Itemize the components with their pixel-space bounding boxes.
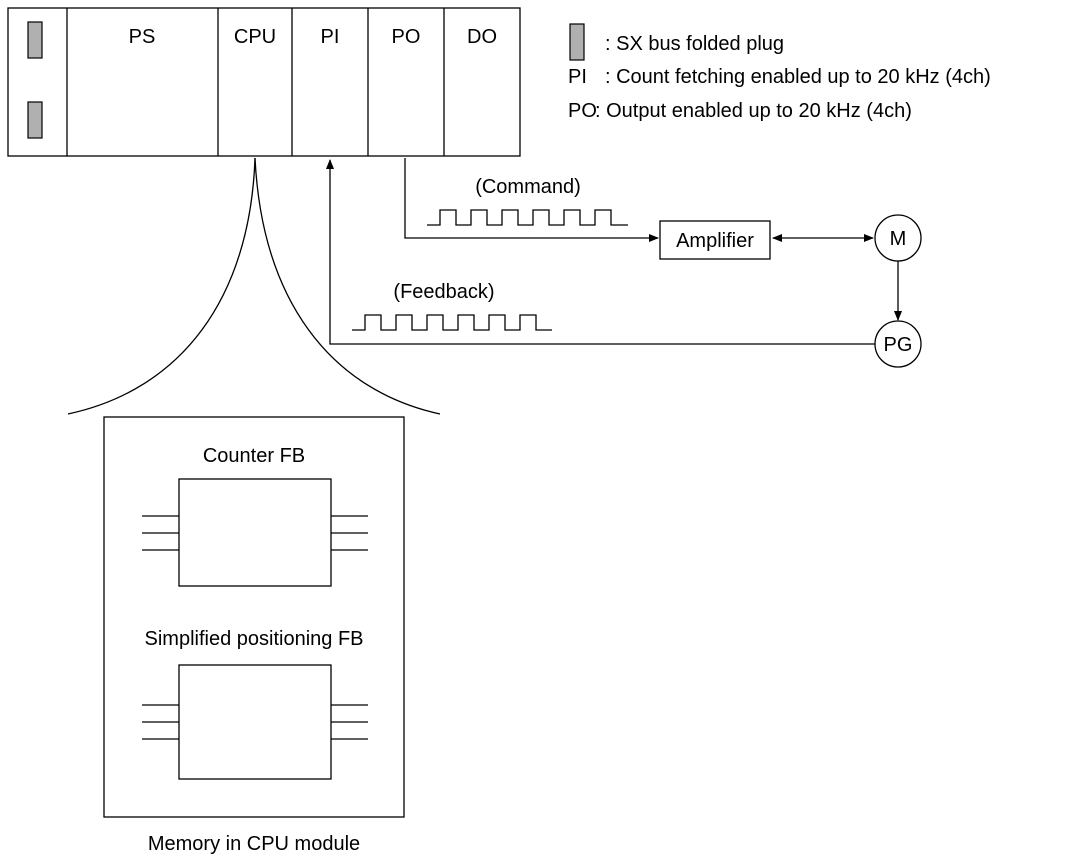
command-label: (Command) [475, 176, 581, 198]
motor-label: M [890, 228, 907, 250]
bus-plug-icon [569, 23, 585, 61]
bus-plug-icon [27, 101, 43, 139]
positioning-fb-block [142, 664, 368, 780]
amplifier-box [659, 220, 771, 260]
legend-key-pi: PI [568, 66, 587, 88]
positioning-fb-label: Simplified positioning FB [145, 628, 364, 650]
expansion-curve-right [254, 157, 441, 415]
pg-label: PG [884, 334, 913, 356]
counter-fb-label: Counter FB [203, 445, 305, 467]
counter-fb-block [142, 478, 368, 587]
slot-label-do: DO [467, 26, 497, 48]
bus-plug-icon [27, 21, 43, 59]
feedback-line [326, 159, 875, 345]
counter-fb-box [178, 478, 332, 587]
feedback-label: (Feedback) [393, 281, 494, 303]
plc-rack-frame [7, 7, 521, 157]
memory-caption: Memory in CPU module [148, 833, 360, 855]
command-line [404, 158, 659, 242]
slot-label-ps: PS [129, 26, 156, 48]
slot-label-pi: PI [321, 26, 340, 48]
legend-key-po: PO [568, 100, 597, 122]
legend: : SX bus folded plug PI : Count fetching… [568, 23, 991, 122]
legend-po-text: : Output enabled up to 20 kHz (4ch) [595, 100, 912, 122]
legend-plug-text: : SX bus folded plug [605, 33, 784, 55]
legend-pi-text: : Count fetching enabled up to 20 kHz (4… [605, 66, 991, 88]
command-pulse-train [427, 209, 628, 226]
feedback-pulse-train [352, 314, 552, 331]
slot-label-cpu: CPU [234, 26, 276, 48]
slot-label-po: PO [392, 26, 421, 48]
expansion-curve-left [67, 157, 256, 415]
positioning-fb-box [178, 664, 332, 780]
amplifier-label: Amplifier [676, 230, 754, 252]
plc-rack: PS CPU PI PO DO [7, 7, 521, 157]
